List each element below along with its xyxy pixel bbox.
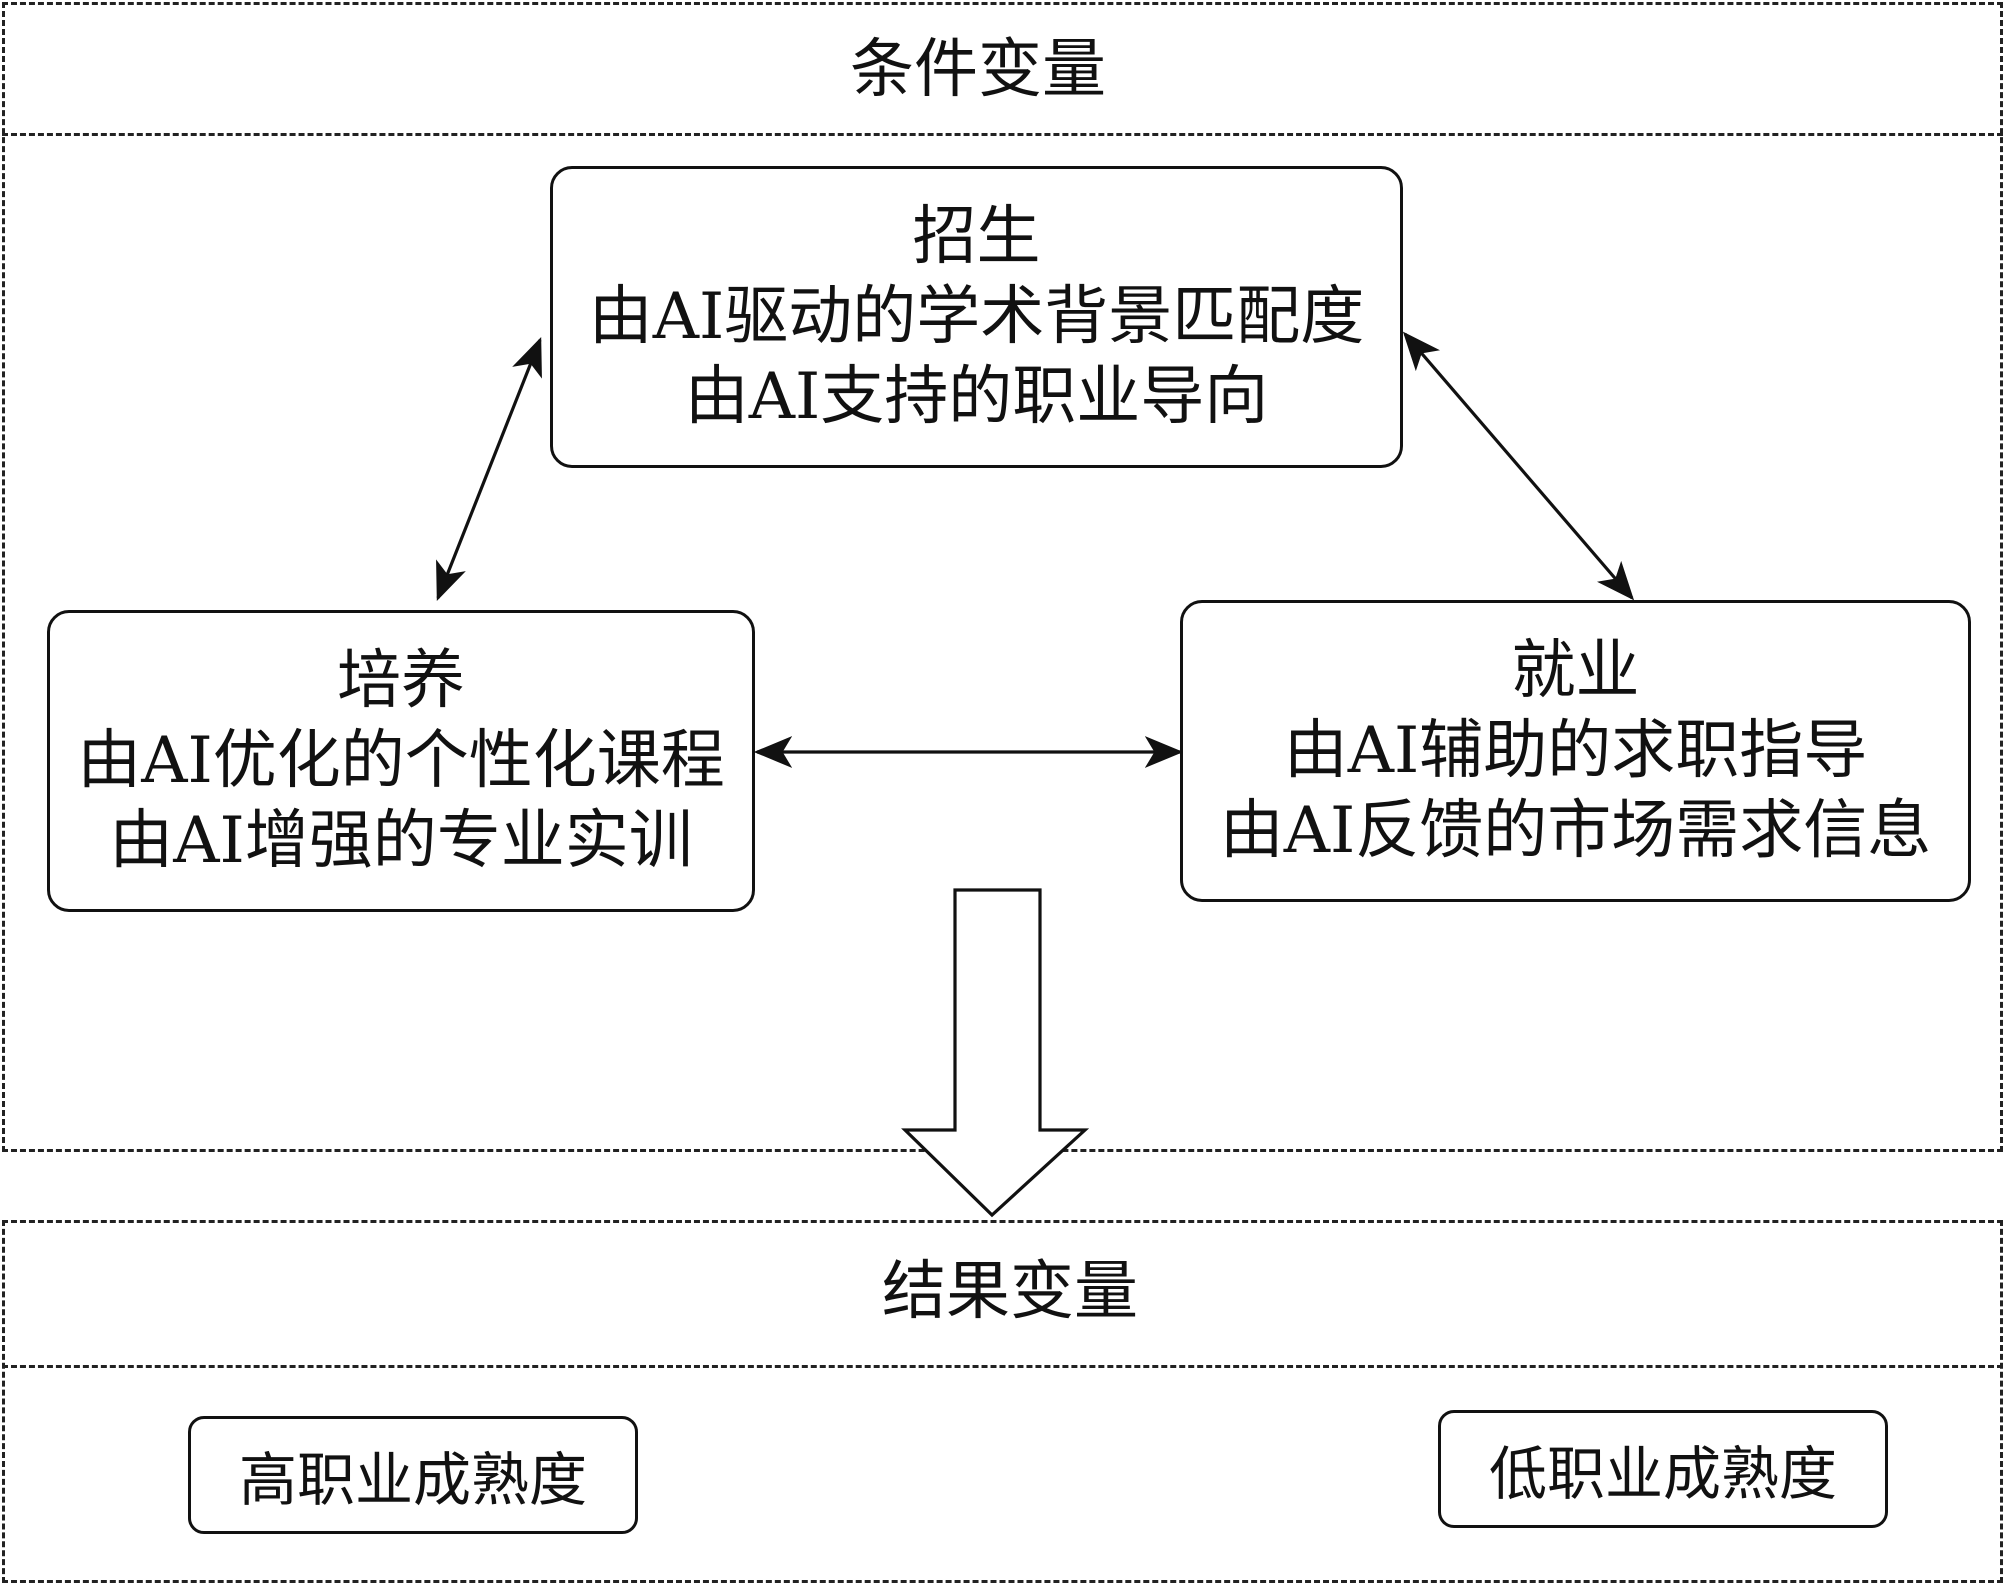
- condition-section-divider: [2, 133, 2003, 136]
- training-node: 培养 由AI优化的个性化课程 由AI增强的专业实训: [47, 610, 755, 912]
- training-line-1: 由AI优化的个性化课程: [77, 724, 725, 798]
- enrollment-title: 招生: [912, 200, 1041, 274]
- result-section-frame: [2, 1220, 2003, 1583]
- training-line-2: 由AI增强的专业实训: [109, 804, 693, 878]
- enrollment-line-1: 由AI驱动的学术背景匹配度: [588, 280, 1365, 354]
- condition-section-title: 条件变量: [850, 33, 1106, 107]
- training-title: 培养: [337, 644, 465, 718]
- enrollment-training-arrow: [436, 337, 542, 601]
- employment-node: 就业 由AI辅助的求职指导 由AI反馈的市场需求信息: [1180, 600, 1971, 902]
- enrollment-line-2: 由AI支持的职业导向: [684, 360, 1269, 434]
- enrollment-node: 招生 由AI驱动的学术背景匹配度 由AI支持的职业导向: [550, 166, 1403, 468]
- employment-title: 就业: [1511, 634, 1640, 708]
- high-maturity-box: 高职业成熟度: [188, 1416, 638, 1534]
- employment-line-1: 由AI辅助的求职指导: [1283, 714, 1868, 788]
- result-section-divider: [2, 1365, 2003, 1368]
- low-maturity-box: 低职业成熟度: [1438, 1410, 1888, 1528]
- result-section-title: 结果变量: [882, 1255, 1138, 1329]
- employment-line-2: 由AI反馈的市场需求信息: [1219, 794, 1932, 868]
- condition-to-result-arrow: [901, 888, 1090, 1218]
- enrollment-employment-arrow: [1402, 331, 1635, 601]
